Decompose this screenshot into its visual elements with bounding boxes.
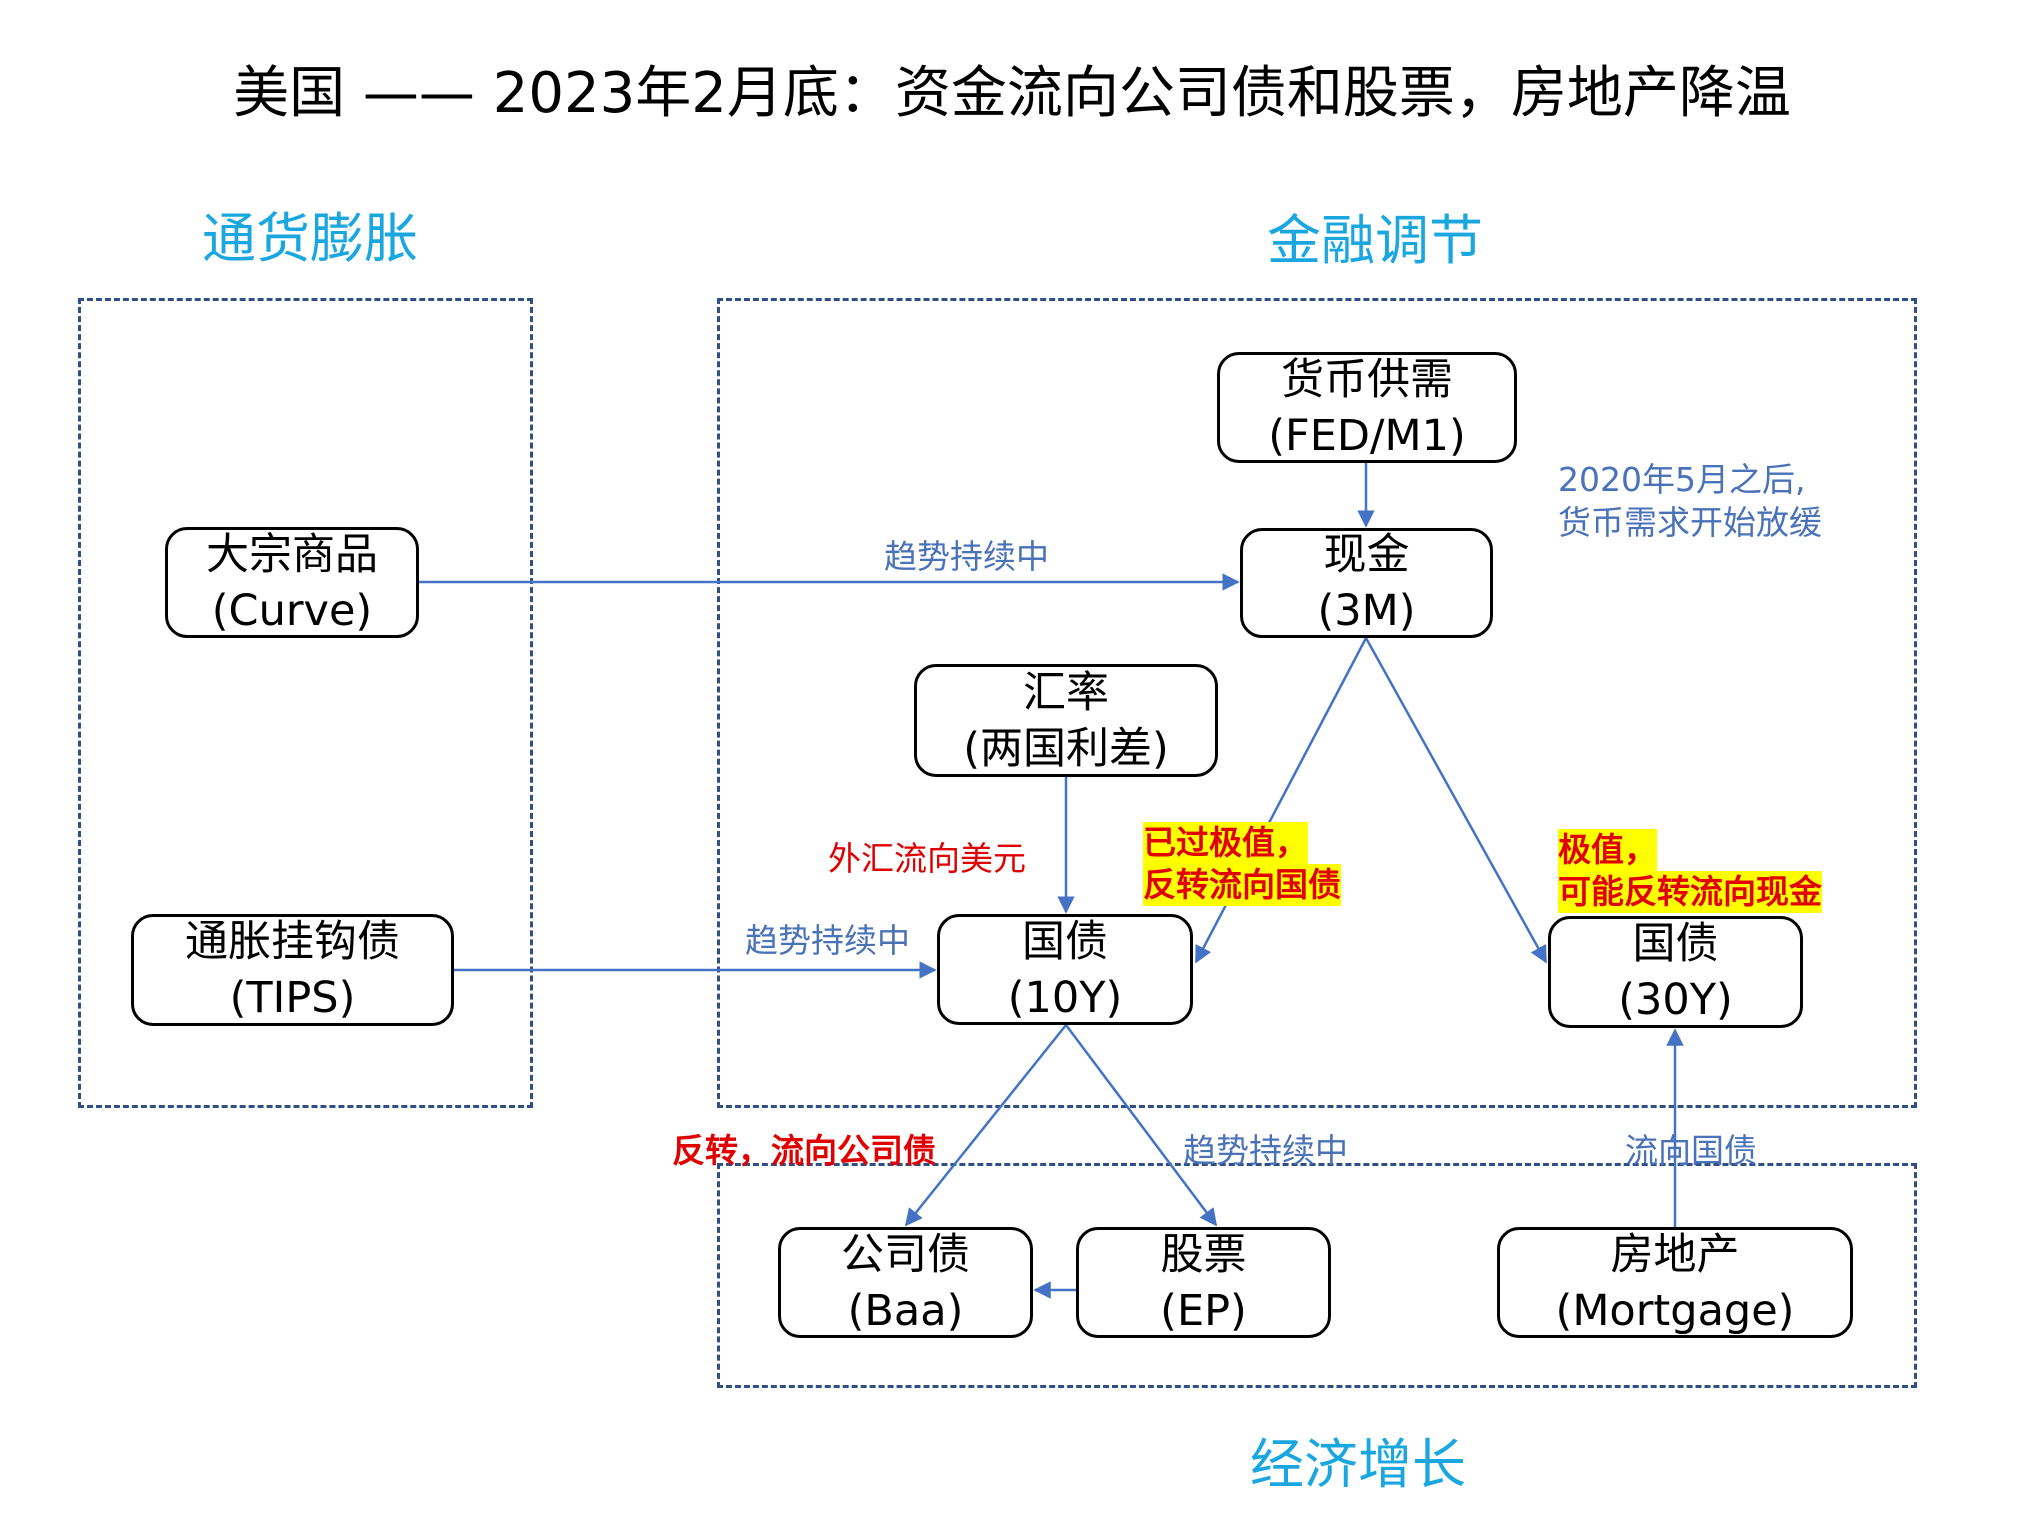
node-cash: 现金 (3M) — [1240, 528, 1493, 638]
node-corporate-bond: 公司债 (Baa) — [778, 1227, 1033, 1338]
arrow-cash-to-10y — [1194, 637, 1368, 964]
node-code: (3M) — [1317, 586, 1416, 636]
node-name: 国债 — [1632, 919, 1719, 969]
node-tips: 通胀挂钩债 (TIPS) — [131, 914, 454, 1026]
label-tips-to-10y: 趋势持续中 — [745, 921, 910, 960]
section-growth: 经济增长 — [1250, 1433, 1466, 1496]
note-money-line2: 货币需求开始放缓 — [1558, 503, 1822, 542]
section-financial: 金融调节 — [1267, 209, 1483, 272]
node-code: (EP) — [1160, 1285, 1247, 1336]
label-cash-to-10y: 已过极值， 反转流向国债 — [1143, 822, 1341, 906]
node-code: (Curve) — [211, 585, 373, 636]
node-code: (10Y) — [1007, 972, 1123, 1023]
node-code: (两国利差) — [963, 723, 1169, 774]
label-commodity-to-cash: 趋势持续中 — [884, 537, 1049, 576]
node-code: (30Y) — [1618, 975, 1733, 1025]
node-name: 货币供需 — [1281, 354, 1453, 405]
label-cash-to-30y-line1: 极值， — [1558, 829, 1657, 871]
label-realestate-to-30y: 流向国债 — [1625, 1131, 1757, 1170]
label-cash-to-30y-line2: 可能反转流向现金 — [1558, 871, 1822, 913]
node-name: 汇率 — [1023, 667, 1109, 718]
arrow-10y-to-stock — [1065, 1024, 1218, 1227]
node-name: 通胀挂钩债 — [185, 917, 400, 967]
node-code: (FED/M1) — [1268, 410, 1466, 461]
page-title: 美国 —— 2023年2月底：资金流向公司债和股票，房地产降温 — [233, 61, 1791, 126]
inflation-group — [78, 298, 533, 1108]
label-cash-to-30y: 极值， 可能反转流向现金 — [1558, 829, 1822, 913]
financial-group — [717, 298, 1917, 1108]
node-code: (TIPS) — [229, 973, 356, 1023]
label-fx-to-10y: 外汇流向美元 — [828, 839, 1026, 878]
section-inflation: 通货膨胀 — [202, 207, 418, 270]
node-name: 股票 — [1160, 1229, 1247, 1280]
arrow-10y-to-corporate — [904, 1024, 1067, 1227]
label-cash-to-10y-line2: 反转流向国债 — [1143, 864, 1341, 906]
label-to-corporate: 反转，流向公司债 — [672, 1131, 936, 1170]
node-code: (Mortgage) — [1555, 1285, 1795, 1336]
growth-group — [717, 1163, 1917, 1388]
node-real-estate: 房地产 (Mortgage) — [1497, 1227, 1853, 1338]
node-treasury-10y: 国债 (10Y) — [937, 914, 1193, 1025]
node-stock: 股票 (EP) — [1076, 1227, 1331, 1338]
node-name: 大宗商品 — [206, 529, 378, 580]
node-name: 房地产 — [1610, 1229, 1740, 1280]
node-fx: 汇率 (两国利差) — [914, 664, 1218, 777]
node-name: 公司债 — [841, 1229, 970, 1280]
node-commodity: 大宗商品 (Curve) — [165, 527, 419, 638]
node-treasury-30y: 国债 (30Y) — [1548, 916, 1803, 1028]
node-code: (Baa) — [847, 1285, 964, 1336]
node-name: 现金 — [1323, 530, 1410, 580]
node-money-supply: 货币供需 (FED/M1) — [1217, 352, 1517, 463]
note-money-line1: 2020年5月之后, — [1558, 460, 1806, 499]
arrow-cash-to-30y — [1364, 637, 1548, 964]
label-to-stock: 趋势持续中 — [1183, 1131, 1348, 1170]
label-cash-to-10y-line1: 已过极值， — [1143, 822, 1308, 864]
node-name: 国债 — [1022, 916, 1108, 967]
